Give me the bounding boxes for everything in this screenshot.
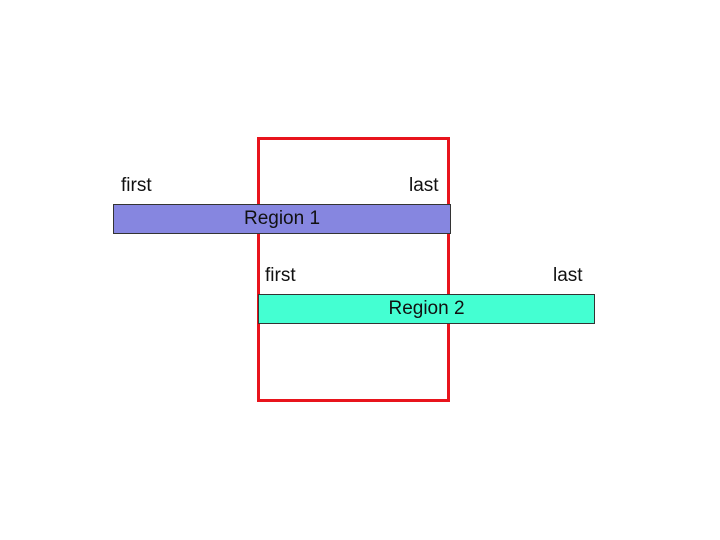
region-1-last-label: last	[409, 175, 439, 196]
region-1-label: Region 1	[243, 208, 321, 229]
region-1-bar: Region 1	[113, 204, 451, 234]
region-2-label: Region 2	[388, 298, 465, 319]
overlap-highlight-box	[257, 137, 450, 402]
region-1-first-label: first	[121, 175, 152, 196]
region-2-bar: Region 2	[258, 294, 595, 324]
region-2-first-label: first	[265, 265, 296, 286]
region-2-last-label: last	[553, 265, 583, 286]
